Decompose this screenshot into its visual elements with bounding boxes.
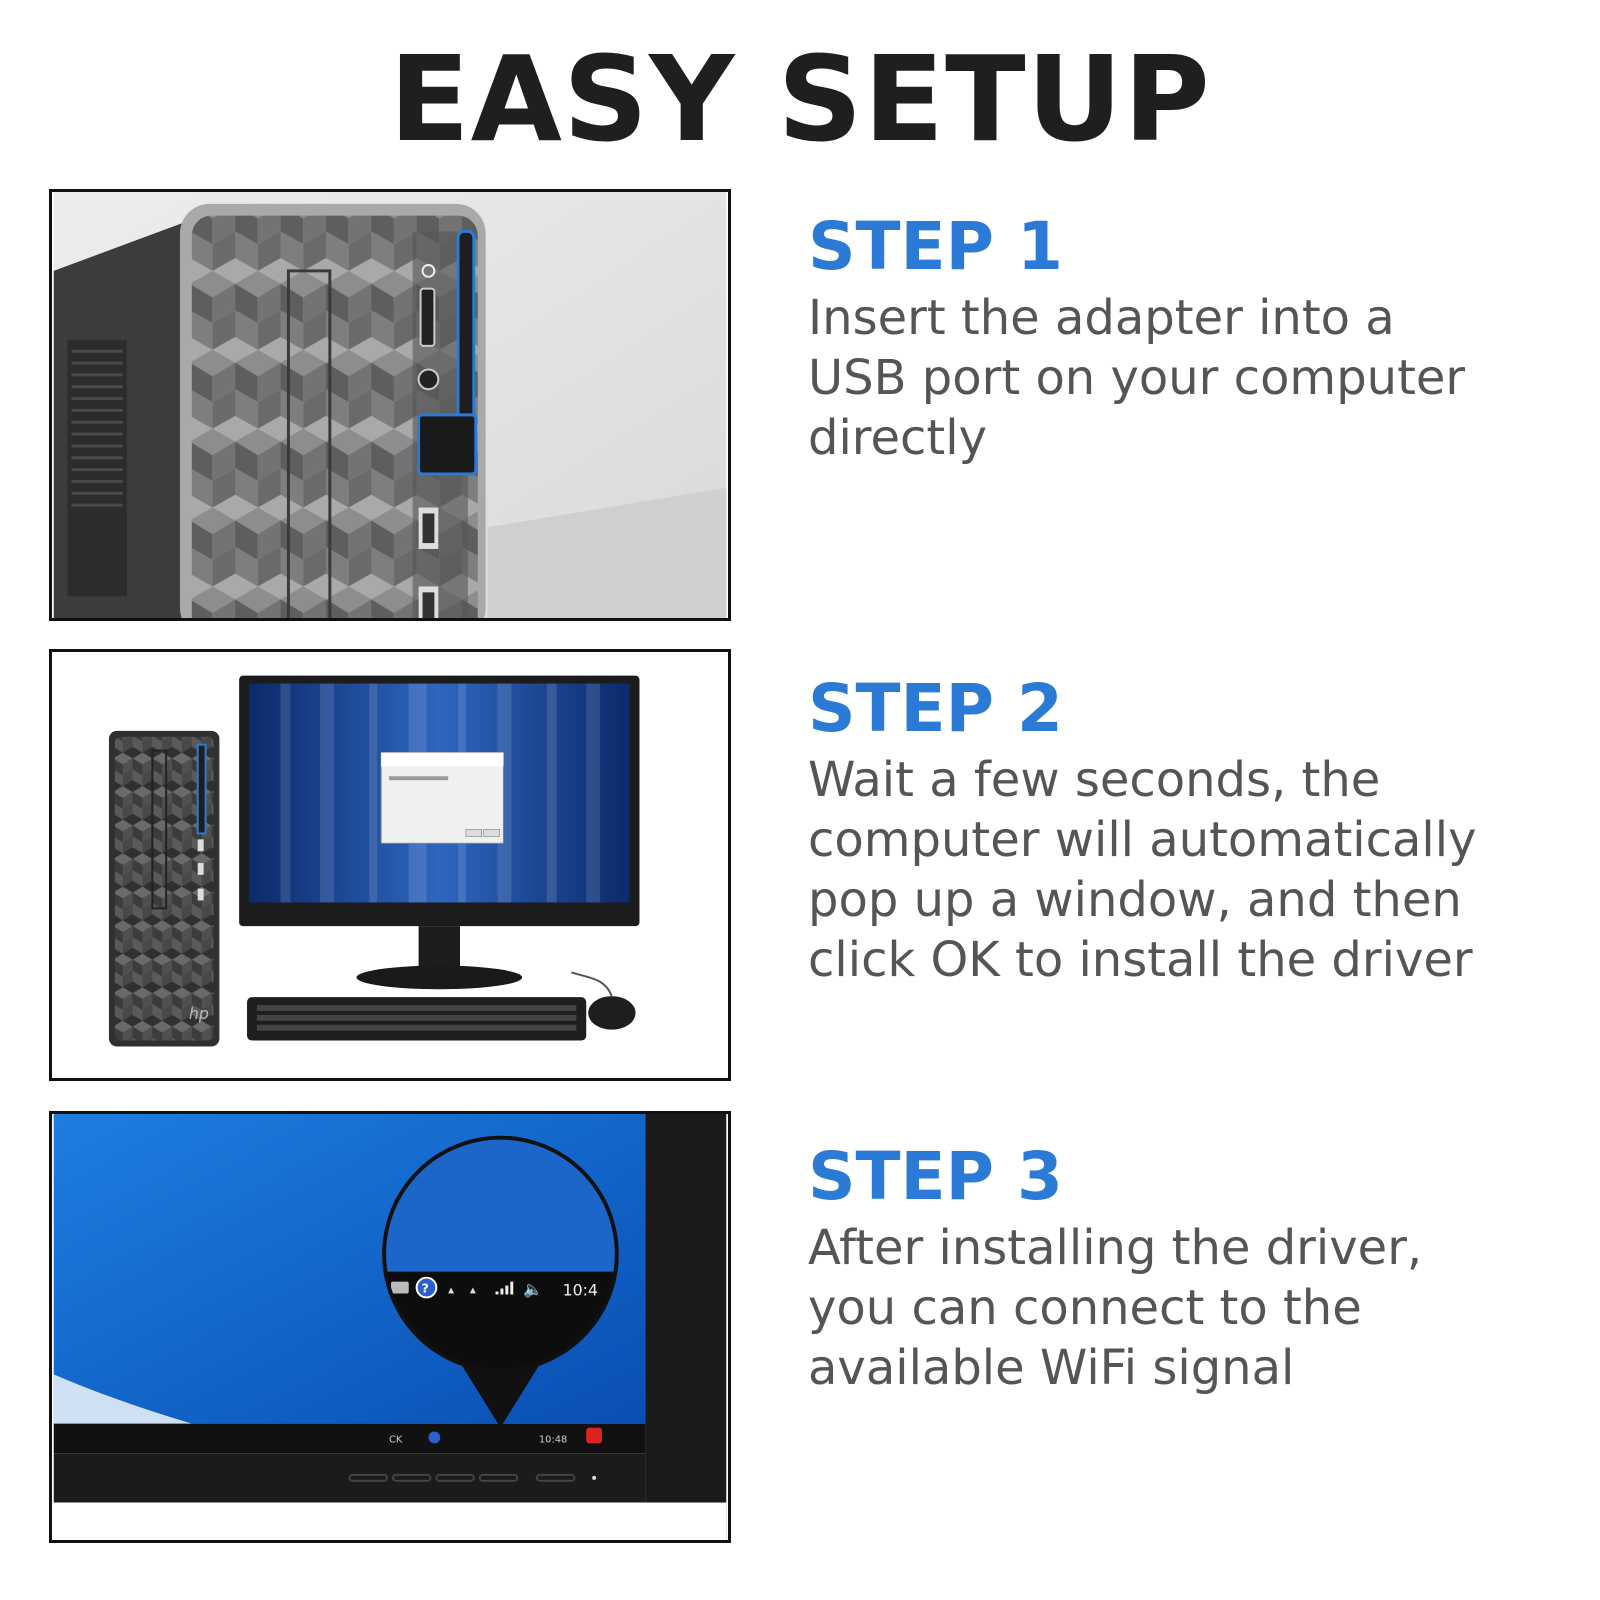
hp-logo: hp: [189, 1004, 209, 1023]
wifi-signal-icon: [495, 1281, 514, 1295]
step-3-line-1: After installing the driver,: [808, 1220, 1423, 1276]
step-1-title: STEP 1: [808, 208, 1063, 285]
step-1: STEP 1 Insert the adapter into a USB por…: [808, 210, 1588, 468]
taskbar-wifi-illustration: CK 10:48 ? ▴ ▴ 🔈 10:4: [53, 1114, 727, 1540]
taskbar-clock: 10:48: [539, 1434, 567, 1445]
step-2-line-3: pop up a window, and then: [808, 872, 1462, 928]
notification-icon: [586, 1427, 603, 1444]
page-title: EASY SETUP: [389, 30, 1211, 168]
step2-image: hp: [49, 649, 731, 1081]
keyboard-icon: [390, 1281, 409, 1294]
step-3: STEP 3 After installing the driver, you …: [808, 1140, 1588, 1398]
help-icon: [428, 1431, 441, 1444]
step-3-title: STEP 3: [808, 1138, 1063, 1215]
step-2: STEP 2 Wait a few seconds, the computer …: [808, 672, 1588, 990]
step-2-line-4: click OK to install the driver: [808, 932, 1473, 988]
svg-text:▴: ▴: [470, 1282, 476, 1296]
desktop-installer-illustration: hp: [53, 652, 727, 1078]
step-2-line-1: Wait a few seconds, the: [808, 752, 1381, 808]
pc-tower-adapter-illustration: [53, 192, 727, 618]
svg-text:?: ?: [422, 1281, 429, 1296]
help-icon-zoomed: [415, 1276, 438, 1299]
step-2-title: STEP 2: [808, 670, 1063, 747]
step1-image: [49, 189, 731, 621]
step-3-line-3: available WiFi signal: [808, 1340, 1295, 1396]
step3-image: CK 10:48 ? ▴ ▴ 🔈 10:4: [49, 1111, 731, 1543]
step-1-line-2: USB port on your computer: [808, 350, 1466, 406]
step-1-line-1: Insert the adapter into a: [808, 290, 1395, 346]
step-3-line-2: you can connect to the: [808, 1280, 1362, 1336]
taskbar-language: CK: [389, 1434, 403, 1445]
clock-zoomed: 10:4: [563, 1280, 598, 1299]
step-1-line-3: directly: [808, 410, 987, 466]
speaker-icon: 🔈: [523, 1279, 543, 1298]
step-2-line-2: computer will automatically: [808, 812, 1477, 868]
svg-text:▴: ▴: [448, 1282, 454, 1296]
